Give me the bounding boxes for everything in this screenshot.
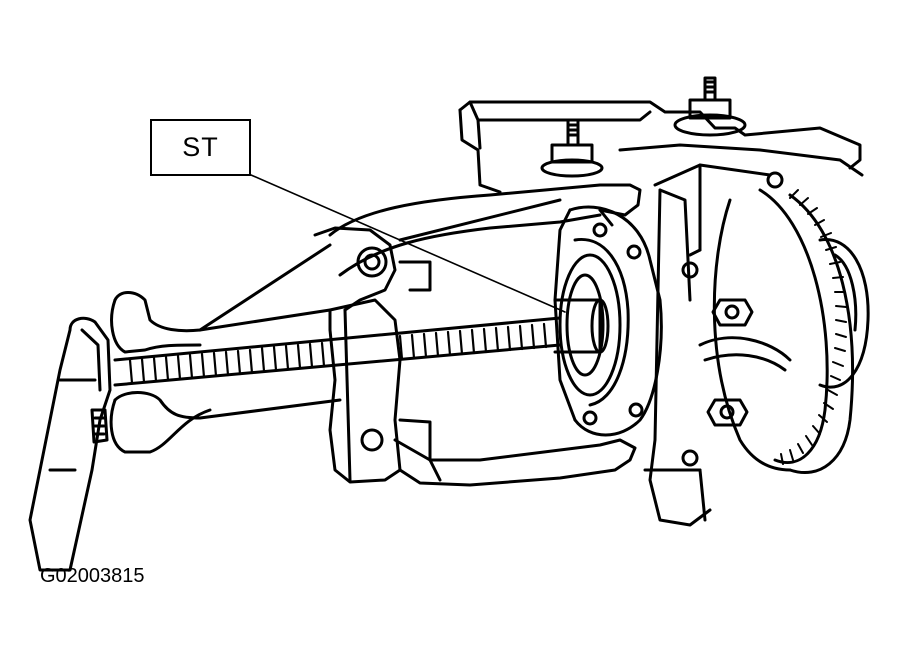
callout-label-st: ST xyxy=(182,132,219,162)
mounting-studs xyxy=(540,76,747,178)
puller-body xyxy=(313,226,432,484)
differential-housing xyxy=(458,100,870,527)
puller-lower-arm xyxy=(109,391,637,487)
callout-leader-line xyxy=(250,174,566,313)
adjustable-wrench xyxy=(28,316,112,572)
bearing-flange xyxy=(553,205,663,437)
puller-screw xyxy=(113,316,562,387)
callout-box: ST xyxy=(150,119,251,176)
puller-upper-arm xyxy=(110,183,642,354)
figure-id-label: G02003815 xyxy=(40,565,145,587)
